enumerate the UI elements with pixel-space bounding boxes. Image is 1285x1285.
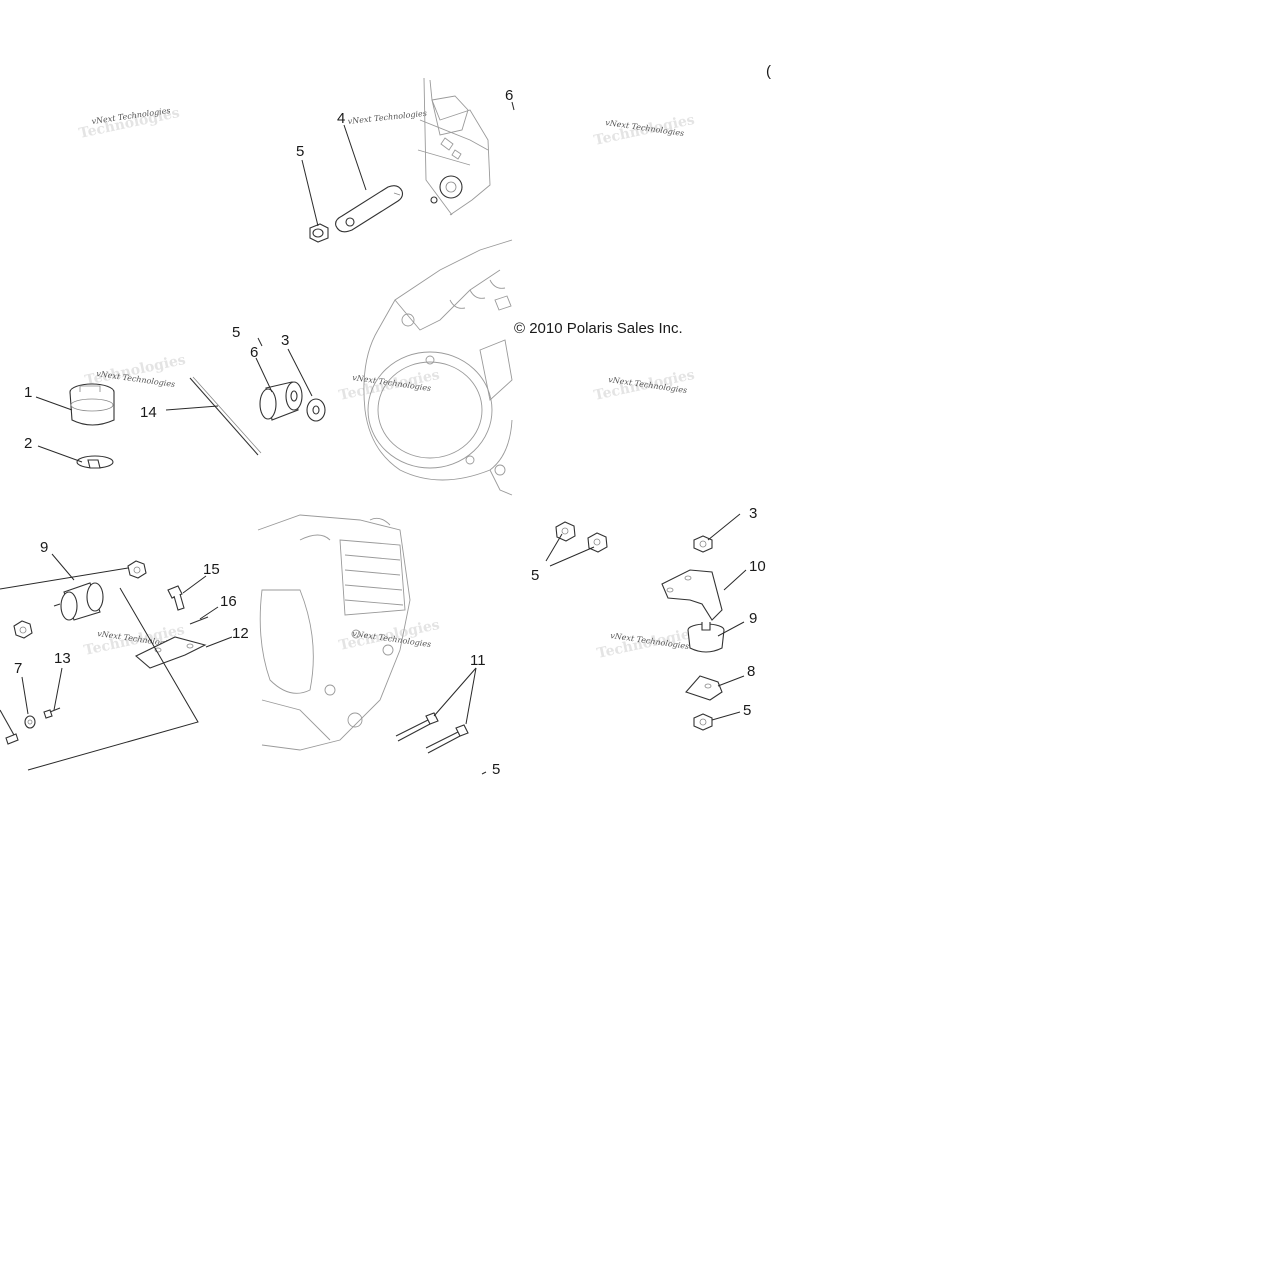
callout-14: 14 — [140, 404, 157, 421]
mount-right-parts — [555, 521, 725, 731]
clamp-part — [76, 455, 114, 469]
callout-13: 13 — [54, 650, 71, 667]
callout-11: 11 — [470, 652, 486, 669]
leader-lines — [21, 101, 747, 775]
callout-2: 2 — [24, 435, 32, 452]
callout-5: 5 — [232, 324, 240, 341]
callout-3: 3 — [749, 505, 757, 522]
frame-bracket-drawing — [417, 77, 491, 216]
washer-part — [306, 398, 326, 422]
callout-5: 5 — [531, 567, 539, 584]
callout-5: 5 — [743, 702, 751, 719]
engine-lower-drawing — [257, 514, 411, 751]
callout-15: 15 — [203, 561, 220, 578]
callout-7: 7 — [14, 660, 22, 677]
callout-8: 8 — [747, 663, 755, 680]
callout-3: 3 — [281, 332, 289, 349]
callout-5: 5 — [296, 143, 304, 160]
rod-part — [189, 376, 262, 456]
boot-part — [69, 383, 115, 426]
callout-6: 6 — [250, 344, 258, 361]
copyright-text: © 2010 Polaris Sales Inc. — [514, 320, 683, 337]
engine-upper-drawing — [363, 239, 513, 496]
callout-12: 12 — [232, 625, 249, 642]
callout-1: 1 — [24, 384, 32, 401]
callout-6: 6 — [505, 87, 513, 104]
callout-10: 10 — [749, 558, 766, 575]
bolts-11 — [395, 712, 469, 754]
watermark-text: vNext Technologies — [347, 109, 427, 126]
mount-left-parts — [0, 560, 209, 771]
callout-9: 9 — [40, 539, 48, 556]
lever-part — [335, 185, 404, 233]
callout-4: 4 — [337, 110, 345, 127]
spacer-part — [259, 381, 303, 421]
nut-part — [309, 223, 329, 243]
callout-labels: 4 5 6 ( 5 6 3 1 2 14 9 15 16 12 7 13 5 1… — [14, 63, 771, 778]
callout-16: 16 — [220, 593, 237, 610]
callout-9: 9 — [749, 610, 757, 627]
callout-5: 5 — [492, 761, 500, 778]
callout-partial: ( — [766, 63, 771, 80]
